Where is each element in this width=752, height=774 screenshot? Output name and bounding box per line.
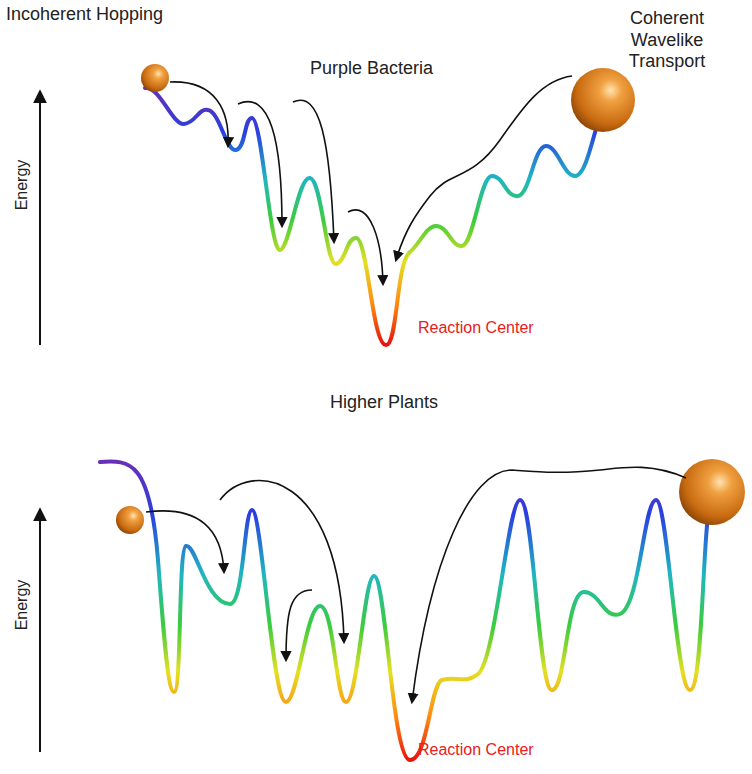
- axis-label: Energy: [12, 160, 31, 211]
- axis-label: Energy: [12, 580, 31, 631]
- method-title: Incoherent Hopping: [6, 4, 163, 26]
- transfer-arrow: [170, 76, 572, 284]
- excitation-ball: [141, 64, 169, 92]
- energy-axis: [39, 92, 41, 345]
- energy-axis: [39, 510, 41, 752]
- method-title: Coherent Wavelike Transport: [592, 8, 742, 73]
- reaction-center-label: Reaction Center: [418, 740, 534, 759]
- excitation-ball: [571, 68, 635, 132]
- energy-curve: [145, 88, 610, 345]
- excitation-ball: [116, 506, 144, 534]
- reaction-center-label: Reaction Center: [418, 318, 534, 337]
- organism-heading: Higher Plants: [330, 392, 438, 414]
- energy-curve: [100, 462, 712, 760]
- excitation-ball: [679, 459, 745, 525]
- organism-heading: Purple Bacteria: [310, 58, 433, 80]
- transfer-arrow: [146, 467, 686, 702]
